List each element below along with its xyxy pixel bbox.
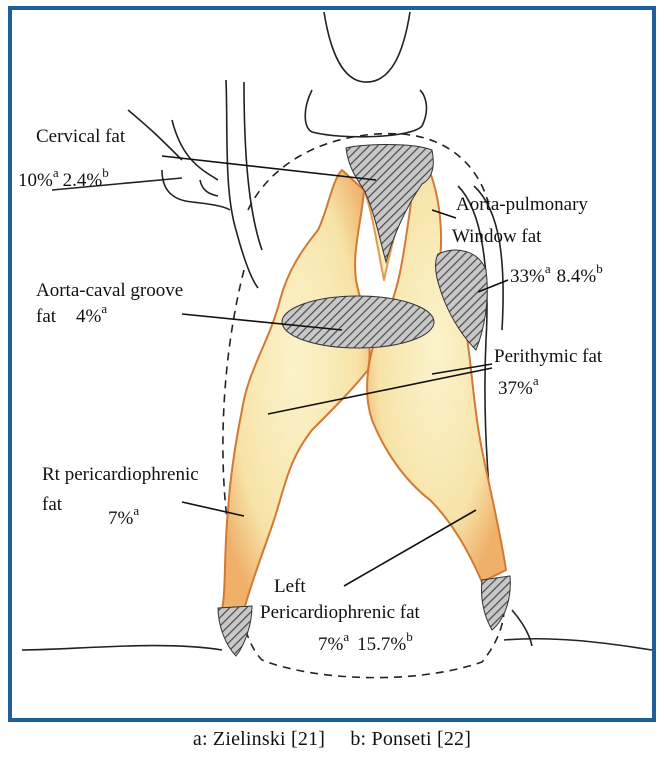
caption-source-b: b: Ponseti [22] bbox=[350, 728, 471, 750]
caption-source-a: a: Zielinski [21] bbox=[193, 728, 325, 750]
figure-caption: a: Zielinski [21] b: Ponseti [22] bbox=[0, 728, 664, 751]
left-label: Left bbox=[274, 576, 306, 597]
rt-pericardiophrenic-label: Rt pericardiophrenic bbox=[42, 464, 199, 485]
window-fat-label: Window fat bbox=[452, 226, 542, 247]
left-pericardiophrenic-label: Pericardiophrenic fat bbox=[260, 602, 421, 623]
left-pericardiophrenic-hatch bbox=[481, 576, 510, 630]
rt-pericardiophrenic-fat-label: fat bbox=[42, 494, 63, 515]
rt-pericardiophrenic-values: 7%a bbox=[108, 503, 139, 529]
aorta-caval-hatch bbox=[282, 296, 434, 348]
left-lobe bbox=[222, 170, 370, 610]
rt-pericardiophrenic-hatch bbox=[218, 606, 252, 656]
aorta-caval-fat-label: fat bbox=[36, 306, 57, 327]
perithymic-values: 37%a bbox=[498, 373, 539, 399]
aorta-caval-label: Aorta-caval groove bbox=[36, 280, 183, 301]
aorta-pulmonary-label: Aorta-pulmonary bbox=[456, 194, 588, 215]
perithymic-label: Perithymic fat bbox=[494, 346, 603, 367]
aorta-caval-values: 4%a bbox=[76, 301, 107, 327]
cervical-fat-label: Cervical fat bbox=[36, 126, 126, 147]
